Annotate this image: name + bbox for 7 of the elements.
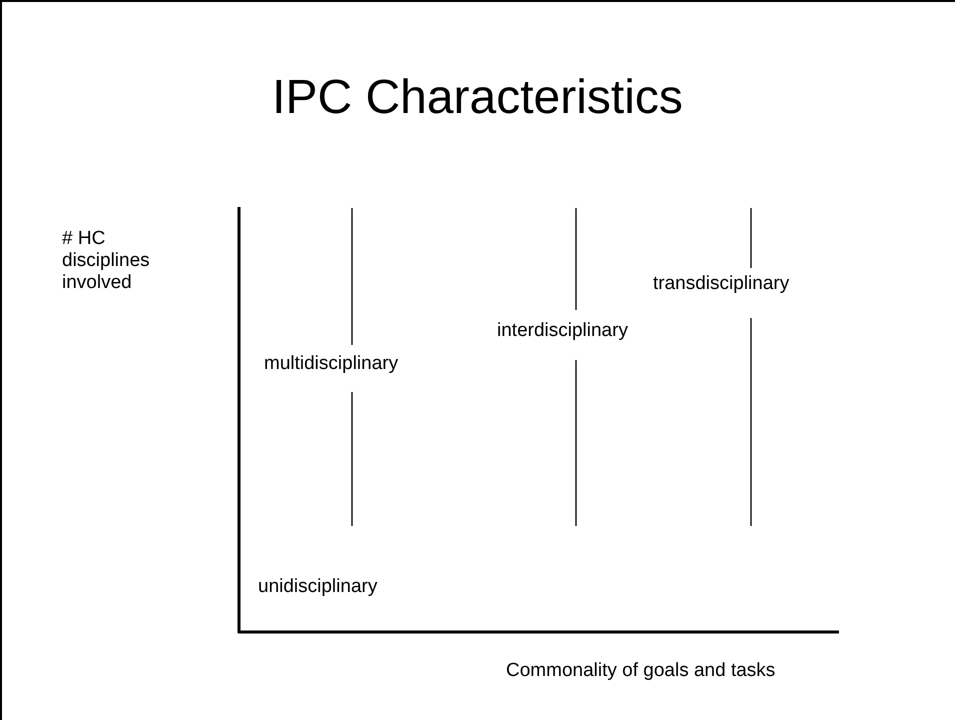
category-label: interdisciplinary (497, 320, 628, 342)
category-label: transdisciplinary (653, 273, 790, 295)
category-label: multidisciplinary (264, 353, 398, 375)
axis-title: # HC disciplines involved (62, 228, 151, 294)
category-label: unidisciplinary (258, 576, 378, 598)
slide-title: IPC Characteristics (271, 70, 684, 126)
axis-title: Commonality of goals and tasks (506, 660, 776, 682)
